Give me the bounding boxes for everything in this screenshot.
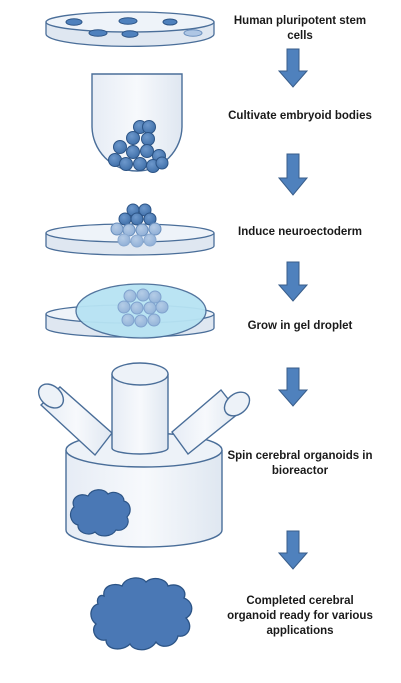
arrow-down-icon — [277, 530, 309, 570]
stem-cell — [162, 18, 178, 26]
bioreactor-center-neck — [111, 362, 169, 455]
arrow-down-icon — [277, 48, 309, 88]
spinning-bioreactor — [37, 362, 251, 548]
gel-embedded-cluster — [117, 288, 169, 328]
embryoid-body-cluster — [108, 120, 169, 173]
step-label-completed: Completed cerebral organoid ready for va… — [227, 595, 373, 637]
completed-organoid — [90, 577, 193, 651]
stem-cell — [88, 29, 108, 37]
stem-cell — [118, 17, 138, 25]
arrow-down-icon — [277, 153, 309, 196]
embryoid-body-well — [91, 73, 183, 173]
arrow-down-icon — [277, 367, 309, 407]
step-label-neuroectoderm: Induce neuroectoderm — [238, 226, 362, 238]
step-label-gel-droplet: Grow in gel droplet — [247, 320, 353, 332]
stem-cell — [121, 30, 139, 38]
step-label-stem-cells: Human pluripotent stem cells — [233, 15, 367, 42]
bioreactor-right-port — [171, 388, 251, 456]
neuroectoderm-dish — [45, 203, 215, 256]
step-label-bioreactor: Spin cerebral organoids in bioreactor — [227, 450, 373, 477]
stem-cell — [183, 29, 203, 37]
stem-cell — [65, 18, 83, 26]
neuroectoderm-cluster — [110, 203, 162, 248]
bioreactor-organoid — [69, 489, 131, 537]
step-label-embryoid-bodies: Cultivate embryoid bodies — [228, 110, 372, 122]
gel-droplet-dish — [45, 283, 215, 339]
arrow-down-icon — [277, 261, 309, 302]
stem-cells-dish — [45, 11, 215, 47]
